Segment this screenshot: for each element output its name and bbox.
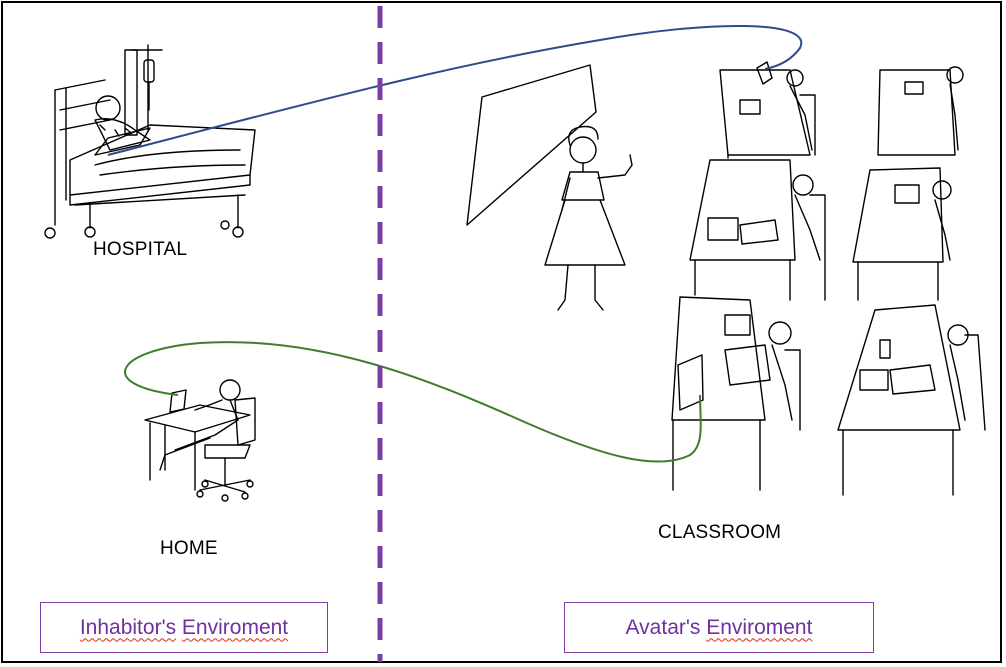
- avatar-environment-label: Avatar's Enviroment: [626, 616, 813, 640]
- avatar-environment-box: Avatar's Enviroment: [564, 602, 874, 653]
- inhabitor-environment-box: Inhabitor's Enviroment: [40, 602, 328, 653]
- avatar-word: Avatar's: [625, 615, 701, 639]
- hospital-label: HOSPITAL: [93, 239, 188, 260]
- hospital-bed-illustration: [44, 44, 256, 239]
- enviroment-word: Enviroment: [706, 615, 813, 639]
- enviroment-word: Enviroment: [181, 615, 289, 639]
- inhabitor-word: Inhabitor's: [79, 615, 177, 639]
- teacher-illustration: [544, 125, 633, 311]
- home-to-classroom-link: [124, 341, 702, 463]
- classroom-desks-illustration: [671, 61, 986, 496]
- hospital-to-classroom-link: [107, 25, 803, 156]
- whiteboard-illustration: [466, 64, 597, 226]
- inhabitor-environment-label: Inhabitor's Enviroment: [80, 616, 288, 640]
- home-desk-illustration: [144, 379, 256, 502]
- classroom-label: CLASSROOM: [658, 522, 782, 543]
- home-label: HOME: [160, 538, 218, 559]
